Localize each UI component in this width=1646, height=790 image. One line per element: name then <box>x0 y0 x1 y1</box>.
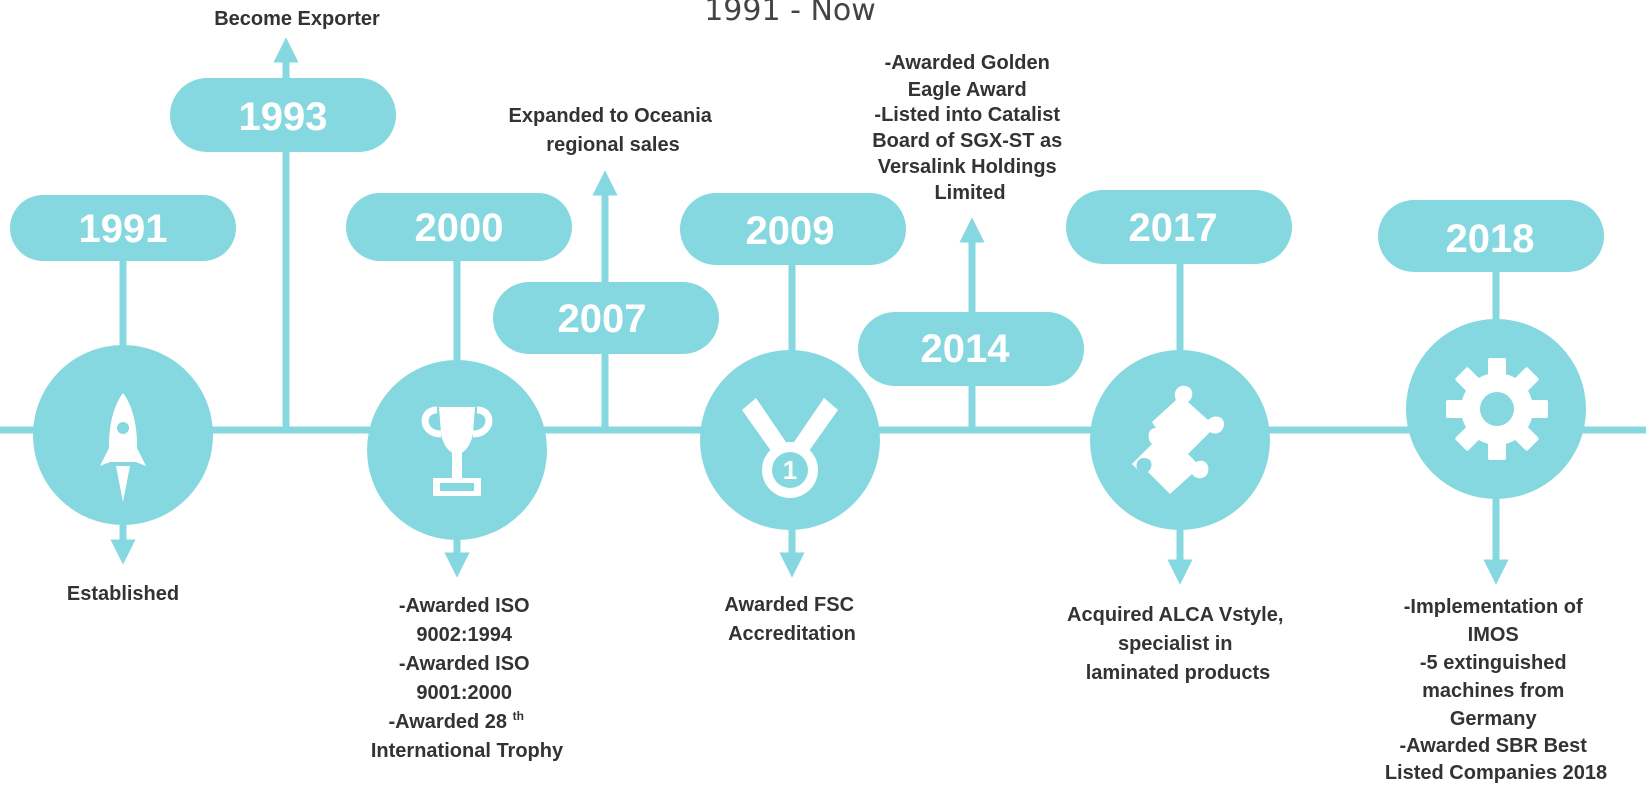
year-label-2007: 2007 <box>558 297 647 341</box>
rocket-icon <box>100 393 146 502</box>
milestone-text-2000: -Awarded ISO 9002:1994 -Awarded ISO 9001… <box>371 595 564 762</box>
text-line: machines from <box>1422 680 1564 702</box>
superscript: th <box>513 709 524 723</box>
text-line: regional sales <box>546 134 679 156</box>
text-line: Acquired ALCA Vstyle, <box>1067 604 1283 626</box>
text-line: 9002:1994 <box>416 624 513 646</box>
text-line: -Awarded ISO <box>399 653 530 675</box>
milestone-text-1993: Become Exporter <box>214 8 380 30</box>
year-label-2000: 2000 <box>415 206 504 250</box>
year-pill-2009 <box>680 193 906 265</box>
text-line: -Awarded 28 <box>388 711 507 733</box>
milestone-circle-2009 <box>700 350 880 530</box>
milestone-text-2009: Awarded FSC Accreditation <box>724 594 859 645</box>
text-line: Versalink Holdings <box>878 156 1057 178</box>
milestone-2017: 2017 Acquired ALCA Vstyle, specialist in… <box>1066 190 1292 684</box>
text-line: Listed Companies 2018 <box>1385 762 1607 784</box>
text-line: International Trophy <box>371 740 564 762</box>
milestone-text-2007: Expanded to Oceania regional sales <box>509 105 718 156</box>
year-label-2009: 2009 <box>746 209 835 253</box>
milestone-1991: 1991 Established <box>10 195 236 605</box>
year-label-2018: 2018 <box>1446 217 1535 261</box>
year-pill-2007 <box>493 282 719 354</box>
milestone-2009: 2009 1 Awarded FSC Accreditation <box>680 193 906 645</box>
milestone-text-2018: -Implementation of IMOS -5 extinguished … <box>1385 596 1607 784</box>
text-line: Awarded FSC <box>724 594 854 616</box>
text-line: IMOS <box>1468 624 1519 646</box>
text-line: 9001:2000 <box>416 682 512 704</box>
milestone-2018: 2018 -Implementation of IMOS -5 extingui… <box>1378 200 1607 784</box>
text-line: specialist in <box>1118 633 1233 655</box>
trophy-icon <box>421 406 493 496</box>
milestone-2000: 2000 -Awarded ISO 9002:1994 -Awarded ISO… <box>346 193 572 762</box>
year-pill-2018 <box>1378 200 1604 272</box>
puzzle-icon <box>1132 385 1224 494</box>
text-line: Limited <box>934 182 1005 204</box>
milestone-2007: 2007 Expanded to Oceania regional sales <box>493 105 719 430</box>
medal-icon: 1 <box>742 398 838 498</box>
year-pill-1991 <box>10 195 236 261</box>
svg-text:1: 1 <box>783 455 797 485</box>
text-line: -Awarded SBR Best <box>1399 735 1587 757</box>
milestone-1993: 1993 Become Exporter <box>170 8 396 430</box>
text-line: -5 extinguished <box>1420 652 1567 674</box>
year-pill-2017 <box>1066 190 1292 264</box>
text-line: Accreditation <box>728 623 856 645</box>
gear-icon <box>1446 358 1548 460</box>
text-line: Germany <box>1450 708 1538 730</box>
text-line: -Awarded Golden <box>885 52 1050 74</box>
text-line: -Listed into Catalist <box>874 104 1060 126</box>
milestone-2014: 2014 -Awarded Golden Eagle Award -Listed… <box>858 52 1084 430</box>
milestone-text-2014: -Awarded Golden Eagle Award -Listed into… <box>872 52 1068 204</box>
timeline-title: 1991 - Now <box>704 0 876 28</box>
text-line: Board of SGX-ST as <box>872 130 1062 152</box>
year-pill-2014 <box>858 312 1084 386</box>
milestone-text-1991: Established <box>67 583 179 605</box>
text-line: Eagle Award <box>908 79 1027 101</box>
year-label-1991: 1991 <box>79 207 168 251</box>
year-pill-1993 <box>170 78 396 152</box>
year-label-2017: 2017 <box>1129 206 1218 250</box>
text-line: -Implementation of <box>1404 596 1583 618</box>
year-pill-2000 <box>346 193 572 261</box>
text-line: Expanded to Oceania <box>509 105 713 127</box>
milestone-text-2017: Acquired ALCA Vstyle, specialist in lami… <box>1067 604 1289 684</box>
text-line: -Awarded ISO <box>399 595 530 617</box>
text-line: laminated products <box>1086 662 1270 684</box>
year-label-1993: 1993 <box>239 95 328 139</box>
year-label-2014: 2014 <box>921 327 1011 371</box>
